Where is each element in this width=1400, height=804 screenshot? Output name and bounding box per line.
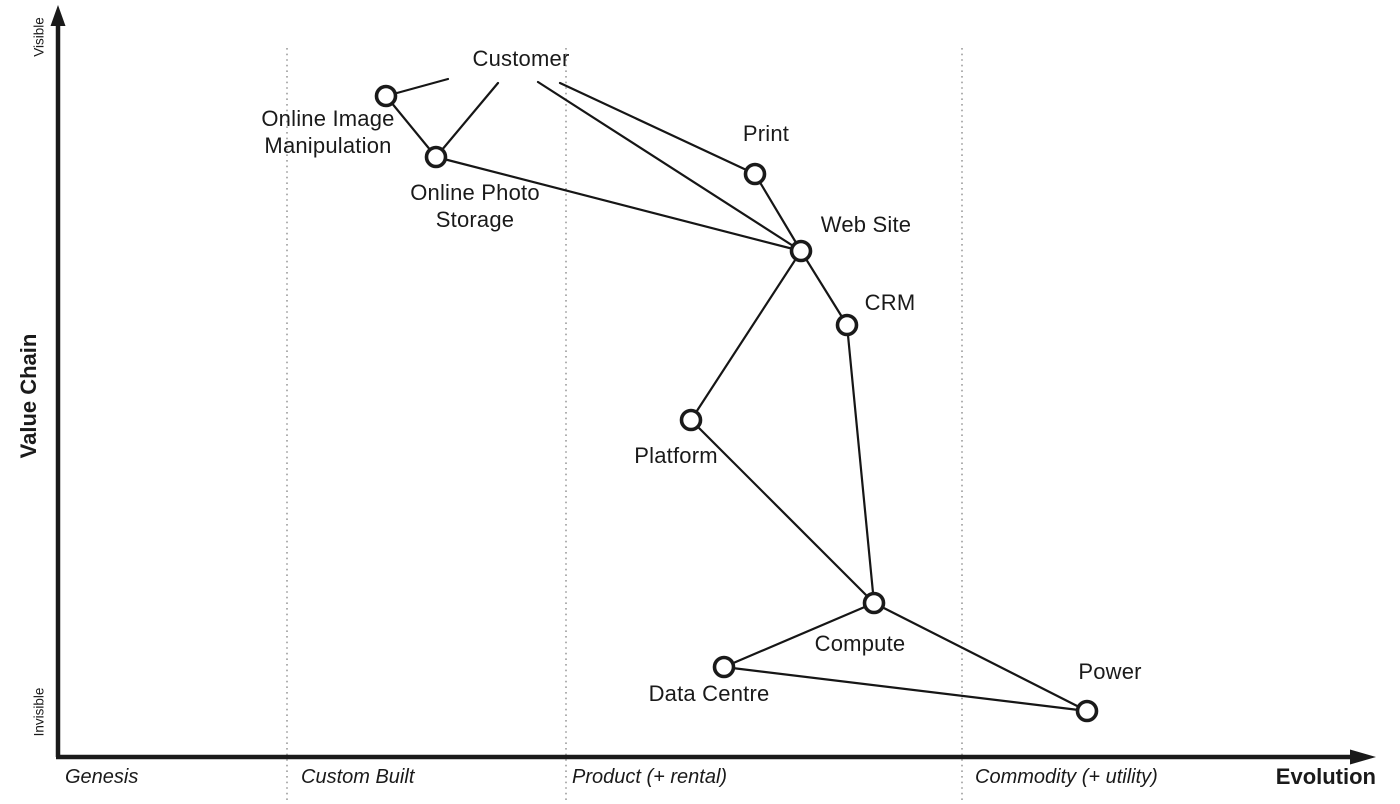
node-label-line: Customer bbox=[472, 46, 570, 71]
node-print bbox=[743, 162, 767, 186]
node-label-crm: CRM bbox=[865, 289, 916, 316]
node-label-power: Power bbox=[1078, 658, 1141, 685]
node-label-print: Print bbox=[743, 120, 789, 147]
node-label-line: Online Image bbox=[261, 106, 395, 131]
node-data-centre bbox=[712, 655, 736, 679]
edge-customer-print bbox=[558, 81, 757, 176]
edge-online-photo-storage-web-site bbox=[434, 155, 803, 253]
stage-label-genesis: Genesis bbox=[65, 766, 139, 788]
edge-online-image-manipulation-online-photo-storage bbox=[384, 94, 438, 159]
node-platform bbox=[679, 408, 703, 432]
edge-web-site-platform bbox=[689, 249, 803, 422]
node-label-customer: Customer bbox=[473, 45, 570, 72]
node-power bbox=[1075, 699, 1099, 723]
y-axis-bottom-label: Invisible bbox=[31, 687, 47, 737]
node-label-platform: Platform bbox=[634, 442, 718, 469]
node-online-image-manipulation bbox=[374, 84, 398, 108]
node-label-line: Manipulation bbox=[264, 133, 392, 158]
node-label-line: Storage bbox=[435, 207, 515, 232]
node-label-line: Data Centre bbox=[648, 681, 770, 706]
edge-customer-web-site bbox=[536, 80, 803, 253]
node-label-line: Print bbox=[742, 121, 790, 146]
node-label-line: CRM bbox=[864, 290, 916, 315]
y-axis-top-label: Visible bbox=[31, 17, 47, 57]
node-label-line: Online Photo bbox=[410, 180, 540, 205]
edge-compute-data-centre bbox=[722, 601, 876, 669]
node-label-line: Web Site bbox=[820, 212, 912, 237]
node-label-data-centre: Data Centre bbox=[649, 680, 770, 707]
node-web-site bbox=[789, 239, 813, 263]
y-axis-arrow-icon bbox=[50, 5, 66, 26]
edge-print-web-site bbox=[753, 172, 803, 253]
node-label-web-site: Web Site bbox=[821, 211, 911, 238]
y-axis-title: Value Chain bbox=[16, 333, 41, 459]
node-label-line: Compute bbox=[814, 631, 906, 656]
x-axis-title: Evolution bbox=[1275, 764, 1376, 789]
stage-label-custom-built: Custom Built bbox=[301, 766, 415, 788]
edge-customer-online-photo-storage bbox=[434, 81, 500, 159]
edge-compute-power bbox=[872, 601, 1089, 713]
node-compute bbox=[862, 591, 886, 615]
x-axis-arrow-icon bbox=[1350, 749, 1376, 765]
edge-platform-compute bbox=[689, 418, 876, 605]
stage-label-commodity-utility: Commodity (+ utility) bbox=[975, 766, 1158, 788]
node-label-line: Power bbox=[1078, 659, 1142, 684]
node-online-photo-storage bbox=[424, 145, 448, 169]
node-crm bbox=[835, 313, 859, 337]
node-label-compute: Compute bbox=[815, 630, 906, 657]
edge-data-centre-power bbox=[722, 665, 1089, 713]
stage-label-product-rental: Product (+ rental) bbox=[572, 766, 728, 788]
edge-web-site-crm bbox=[799, 249, 849, 327]
node-label-line: Platform bbox=[634, 443, 718, 468]
edge-crm-compute bbox=[845, 323, 876, 605]
